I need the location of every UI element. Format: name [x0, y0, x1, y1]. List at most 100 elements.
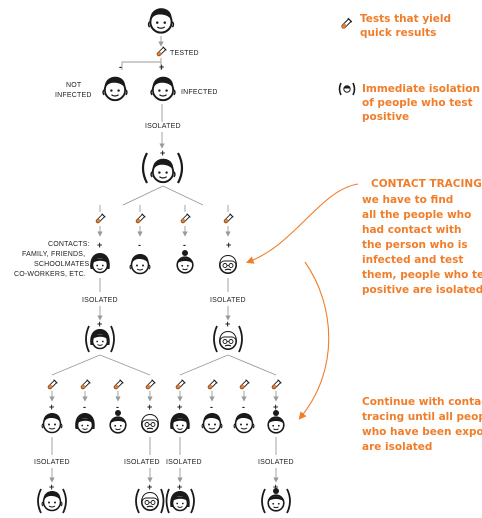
- continue-line4: are isolated: [362, 441, 432, 453]
- contacts-label-1: CONTACTS:: [48, 241, 90, 248]
- plus-sign: +: [49, 482, 54, 492]
- minus-sign: -: [116, 402, 119, 412]
- isolation-bracket-icon: [338, 82, 356, 96]
- test-tube-icon: [79, 379, 91, 391]
- tracing-line5: the person who is: [362, 239, 468, 251]
- minus-sign: -: [138, 240, 141, 250]
- test-tube-icon: [134, 213, 146, 225]
- test-tube-icon: [94, 213, 106, 225]
- test-tube-icon: [144, 379, 156, 391]
- contact-tracing-note: CONTACT TRACING: we have to find all the…: [362, 178, 482, 296]
- legend: Tests that yield quick results Immediate…: [338, 13, 480, 123]
- face-icon: [89, 328, 111, 350]
- test-tube-icon: [112, 379, 124, 391]
- plus-sign: +: [147, 482, 152, 492]
- tracing-line4: had contact with: [362, 224, 461, 236]
- face-icon: [150, 75, 176, 102]
- isolated-label: ISOLATED: [82, 297, 118, 304]
- plus-sign: +: [226, 240, 231, 250]
- test-tube-icon: [222, 213, 234, 225]
- test-tube-icon: [155, 46, 167, 58]
- continue-arrow-icon: [298, 261, 330, 420]
- plus-sign: +: [97, 319, 102, 329]
- minus-sign: -: [183, 240, 186, 250]
- tracing-line8: positive are isolated: [362, 284, 482, 296]
- test-tube-icon: [46, 379, 58, 391]
- legend-tests-line1: Tests that yield: [360, 13, 451, 25]
- isolated-label: ISOLATED: [210, 297, 246, 304]
- test-tube-icon: [270, 379, 282, 391]
- plus-sign: +: [159, 62, 164, 72]
- contacts-label-4: CO-WORKERS, ETC.: [14, 271, 86, 278]
- face-icon: [141, 413, 159, 434]
- face-icon: [233, 412, 255, 434]
- face-icon: [219, 254, 237, 275]
- face-icon: [141, 491, 159, 512]
- face-icon: [147, 7, 175, 34]
- face-icon: [267, 409, 285, 434]
- contacts-label-3: SCHOOLMATES,: [34, 261, 92, 268]
- tracing-line7: them, people who test: [362, 269, 482, 281]
- not-infected-label-1: NOT: [66, 82, 82, 89]
- continue-note: Continue with contact tracing until all …: [362, 396, 482, 453]
- test-tube-icon: [206, 379, 218, 391]
- tracing-line1: CONTACT TRACING:: [371, 178, 482, 190]
- face-icon: [109, 409, 127, 434]
- continue-line3: who have been exposed: [362, 426, 482, 438]
- isolated-label: ISOLATED: [258, 459, 294, 466]
- face-icon: [176, 249, 194, 274]
- tested-label: TESTED: [170, 50, 199, 57]
- isolated-label: ISOLATED: [145, 123, 181, 130]
- test-tube-icon: [238, 379, 250, 391]
- face-icon: [129, 253, 151, 275]
- infected-label: INFECTED: [181, 89, 218, 96]
- isolation-bracket-icon: [37, 488, 291, 514]
- legend-isolation-line1: Immediate isolation: [362, 83, 480, 95]
- plus-sign: +: [160, 148, 165, 158]
- face-icon: [89, 252, 111, 274]
- isolation-bracket-icon: [85, 325, 243, 353]
- minus-sign: -: [119, 62, 122, 72]
- tracing-line3: all the people who: [362, 209, 471, 221]
- isolation-bracket-icon: [141, 152, 184, 184]
- face-icon: [169, 412, 191, 434]
- face-icon: [169, 490, 191, 512]
- plus-sign: +: [225, 319, 230, 329]
- face-icon: [41, 490, 63, 512]
- minus-sign: -: [242, 402, 245, 412]
- isolated-label: ISOLATED: [124, 459, 160, 466]
- plus-sign: +: [177, 402, 182, 412]
- plus-sign: +: [97, 240, 102, 250]
- tracing-line6: infected and test: [362, 254, 463, 266]
- tracing-line2: we have to find: [362, 194, 453, 206]
- plus-sign: +: [273, 482, 278, 492]
- face-icon: [219, 330, 237, 351]
- continue-line1: Continue with contact: [362, 396, 482, 408]
- test-tube-icon: [174, 379, 186, 391]
- test-tube-icon: [339, 17, 353, 31]
- contacts-row: + - - + CONTACTS: FAMILY, FRIENDS, SCHOO…: [14, 205, 237, 278]
- face-icon: [102, 75, 128, 102]
- continue-line2: tracing until all people: [362, 411, 482, 423]
- minus-sign: -: [210, 402, 213, 412]
- minus-sign: -: [83, 402, 86, 412]
- contacts-label-2: FAMILY, FRIENDS,: [22, 251, 85, 258]
- plus-sign: +: [177, 482, 182, 492]
- isolated-label: ISOLATED: [166, 459, 202, 466]
- second-contacts-row: + - - + + - - +: [41, 379, 285, 434]
- face-icon: [150, 157, 176, 184]
- legend-tests-line2: quick results: [360, 27, 436, 39]
- legend-isolation-line2: of people who test: [362, 97, 473, 109]
- face-icon: [74, 412, 96, 434]
- plus-sign: +: [49, 402, 54, 412]
- isolated-label: ISOLATED: [34, 459, 70, 466]
- not-infected-label-2: INFECTED: [55, 92, 92, 99]
- plus-sign: +: [147, 402, 152, 412]
- test-tube-icon: [179, 213, 191, 225]
- tracing-arrow-icon: [245, 183, 359, 264]
- plus-sign: +: [273, 402, 278, 412]
- face-icon: [201, 412, 223, 434]
- face-icon: [267, 487, 285, 512]
- face-icon: [41, 412, 63, 434]
